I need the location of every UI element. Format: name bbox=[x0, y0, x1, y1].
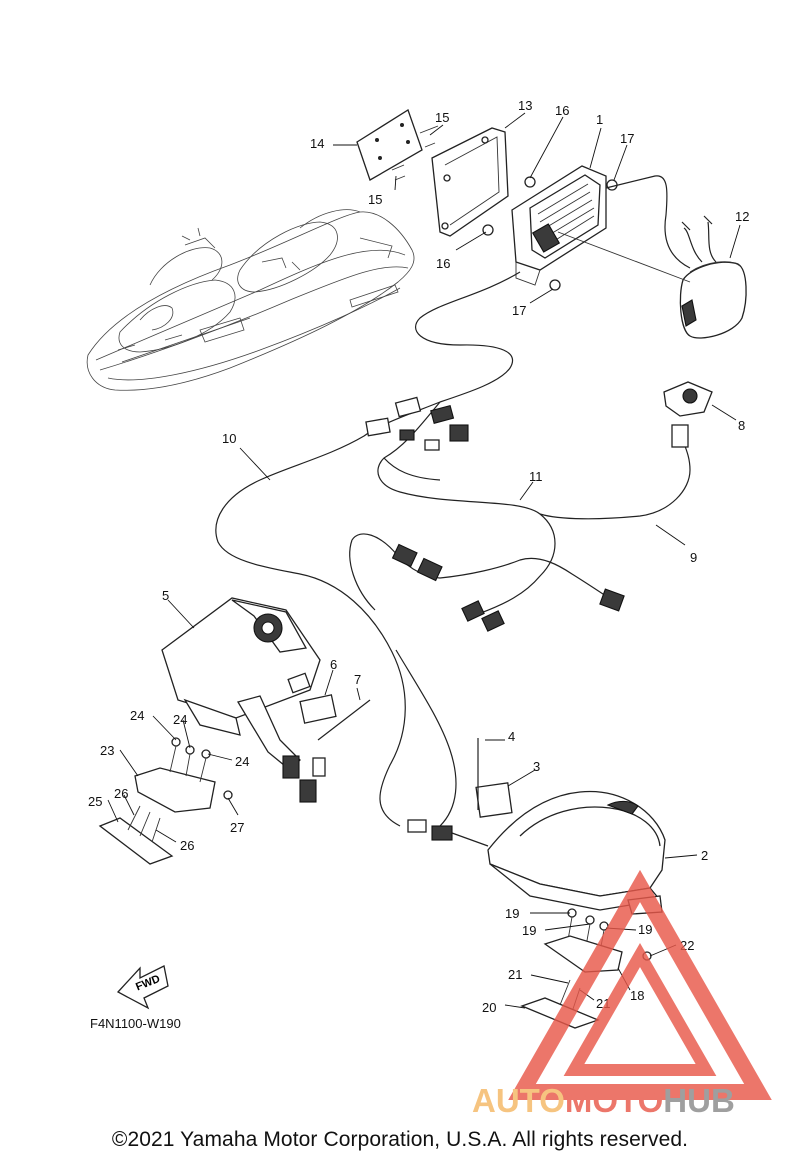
callout-13: 13 bbox=[518, 98, 532, 113]
callout-24a: 24 bbox=[130, 708, 144, 723]
callout-4: 4 bbox=[508, 729, 515, 744]
callout-25: 25 bbox=[88, 794, 102, 809]
callout-3: 3 bbox=[533, 759, 540, 774]
callout-labels: 1 2 3 4 5 6 7 8 9 10 11 12 13 14 15 15 1… bbox=[88, 98, 749, 1015]
callout-10: 10 bbox=[222, 431, 236, 446]
callout-20: 20 bbox=[482, 1000, 496, 1015]
display-unit-5 bbox=[161, 597, 326, 803]
sensor-housing bbox=[679, 261, 747, 339]
callout-7: 7 bbox=[354, 672, 361, 687]
callout-15b: 15 bbox=[368, 192, 382, 207]
callout-17b: 17 bbox=[512, 303, 526, 318]
mounting-plate bbox=[356, 109, 423, 181]
callout-8: 8 bbox=[738, 418, 745, 433]
diagram-code: F4N1100-W190 bbox=[90, 1016, 181, 1031]
callout-9: 9 bbox=[690, 550, 697, 565]
rivets-15 bbox=[391, 125, 439, 181]
watermark-moto: MOTO bbox=[565, 1082, 663, 1119]
display-unit-2 bbox=[487, 790, 666, 915]
callout-12: 12 bbox=[735, 209, 749, 224]
callout-27: 27 bbox=[230, 820, 244, 835]
callout-5: 5 bbox=[162, 588, 169, 603]
ecu-module bbox=[511, 165, 607, 286]
connectors bbox=[365, 396, 689, 632]
callout-16b: 16 bbox=[436, 256, 450, 271]
callout-17a: 17 bbox=[620, 131, 634, 146]
watercraft-illustration bbox=[86, 209, 415, 391]
bracket-assembly-left bbox=[98, 737, 233, 865]
callout-21a: 21 bbox=[508, 967, 522, 982]
sensor-cables bbox=[557, 175, 717, 283]
callout-6: 6 bbox=[330, 657, 337, 672]
rear-connector bbox=[407, 819, 489, 847]
switch-8 bbox=[663, 381, 713, 417]
pads-6-7 bbox=[299, 694, 371, 741]
watermark-hub: HUB bbox=[663, 1082, 735, 1119]
callout-14: 14 bbox=[310, 136, 324, 151]
bracket-13 bbox=[431, 127, 509, 237]
callout-19a: 19 bbox=[505, 906, 519, 921]
callout-26a: 26 bbox=[114, 786, 128, 801]
pads-3-4 bbox=[475, 738, 513, 818]
callout-15a: 15 bbox=[435, 110, 449, 125]
callout-16a: 16 bbox=[555, 103, 569, 118]
callout-1: 1 bbox=[596, 112, 603, 127]
watermark-logo: AUTOMOTOHUB bbox=[472, 869, 772, 1119]
wire-harness bbox=[215, 271, 691, 827]
fwd-arrow: FWD bbox=[116, 965, 169, 1010]
callout-26b: 26 bbox=[180, 838, 194, 853]
callout-24c: 24 bbox=[235, 754, 249, 769]
callout-18: 18 bbox=[630, 988, 644, 1003]
callout-2: 2 bbox=[701, 848, 708, 863]
watermark-text: AUTOMOTOHUB bbox=[472, 1082, 735, 1119]
callout-24b: 24 bbox=[173, 712, 187, 727]
copyright-notice: ©2021 Yamaha Motor Corporation, U.S.A. A… bbox=[111, 1128, 689, 1151]
callout-19b: 19 bbox=[522, 923, 536, 938]
watermark-auto: AUTO bbox=[472, 1082, 565, 1119]
callout-11: 11 bbox=[529, 469, 543, 484]
callout-19c: 19 bbox=[638, 922, 652, 937]
callout-23: 23 bbox=[100, 743, 114, 758]
